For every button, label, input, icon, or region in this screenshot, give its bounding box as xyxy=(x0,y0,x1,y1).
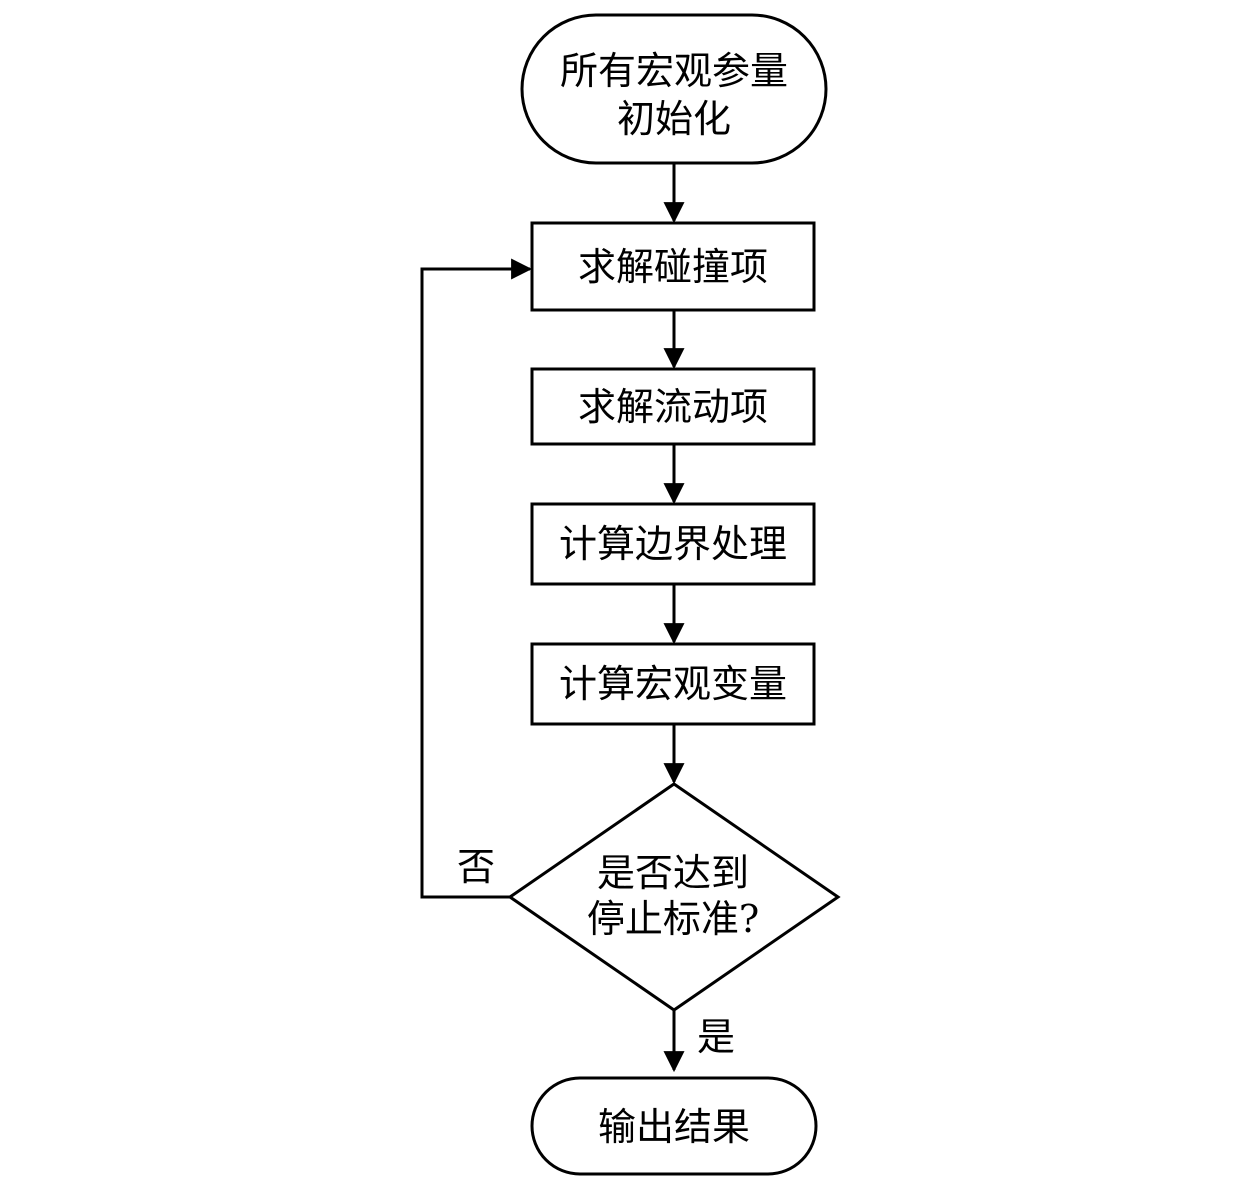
step-streaming: 求解流动项 xyxy=(530,367,816,446)
start-terminal: 所有宏观参量 初始化 xyxy=(520,13,828,165)
step-collision-label: 求解碰撞项 xyxy=(578,245,768,289)
end-terminal: 输出结果 xyxy=(530,1076,818,1176)
step-boundary-label: 计算边界处理 xyxy=(559,522,787,566)
end-terminal-label: 输出结果 xyxy=(598,1105,750,1149)
step-macro: 计算宏观变量 xyxy=(530,642,816,726)
branch-yes-label: 是 xyxy=(697,1015,735,1059)
start-terminal-line-2: 初始化 xyxy=(617,97,731,141)
step-streaming-label: 求解流动项 xyxy=(578,385,768,429)
decision-line-1: 是否达到 xyxy=(597,851,749,895)
start-terminal-line-1: 所有宏观参量 xyxy=(560,49,788,93)
step-collision: 求解碰撞项 xyxy=(530,221,816,312)
branch-no-label: 否 xyxy=(457,845,495,889)
step-macro-label: 计算宏观变量 xyxy=(559,662,787,706)
step-boundary: 计算边界处理 xyxy=(530,502,816,586)
decision-line-2: 停止标准? xyxy=(587,897,759,941)
arrow-loop-back xyxy=(420,258,533,899)
decision-diamond: 是否达到 停止标准? xyxy=(507,782,841,1012)
